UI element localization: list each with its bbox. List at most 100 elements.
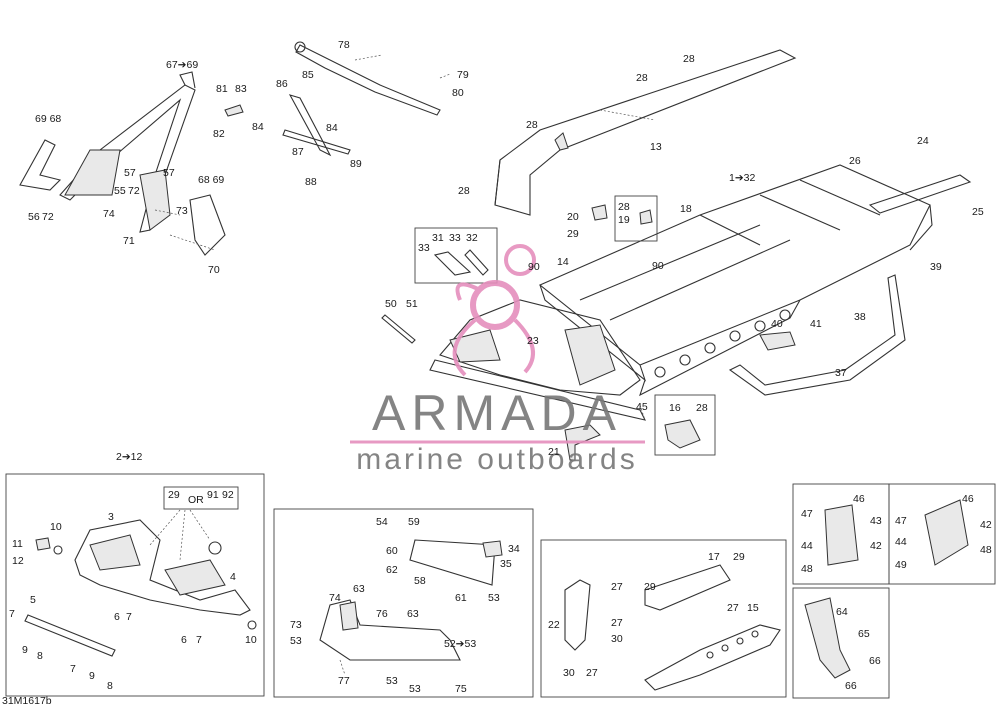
callout-label: 9 <box>89 670 95 682</box>
callout-label: 92 <box>222 489 234 501</box>
callout-label: 54 <box>376 516 388 528</box>
callout-label: 53 <box>290 635 302 647</box>
callout-label: 74 <box>329 592 341 604</box>
callout-label: 58 <box>414 575 426 587</box>
callout-label: 88 <box>305 176 317 188</box>
figure-code: 31M1617b <box>2 695 52 707</box>
callout-label: 27 <box>586 667 598 679</box>
callout-label: 69 68 <box>35 113 61 125</box>
callout-label: 61 <box>455 592 467 604</box>
callout-label: 71 <box>123 235 135 247</box>
callout-label: 28 <box>683 53 695 65</box>
callout-label: 65 <box>858 628 870 640</box>
callout-label: 60 <box>386 545 398 557</box>
bracket-detail-box <box>414 227 498 284</box>
callout-label: 62 <box>386 564 398 576</box>
callout-label: 18 <box>680 203 692 215</box>
callout-label: 10 <box>245 634 257 646</box>
main-chassis-frame <box>381 164 972 461</box>
callout-label: 32 <box>466 232 478 244</box>
callout-label: 46 <box>853 493 865 505</box>
callout-label: OR <box>188 494 204 506</box>
callout-label: 90 <box>652 260 664 272</box>
reinforcement-assembly <box>564 564 781 691</box>
callout-label: 77 <box>338 675 350 687</box>
callout-label: 57 <box>163 167 175 179</box>
callout-label: 42 <box>870 540 882 552</box>
callout-label: 28 <box>526 119 538 131</box>
steering-linkage-assembly <box>224 41 451 157</box>
callout-label: 39 <box>930 261 942 273</box>
callout-label: 59 <box>408 516 420 528</box>
watermark-octopus-logo <box>452 244 536 377</box>
callout-label: 48 <box>801 563 813 575</box>
callout-label: 40 <box>771 318 783 330</box>
callout-label: 44 <box>801 540 813 552</box>
front-frame-assembly <box>24 486 257 657</box>
callout-label: 47 <box>801 508 813 520</box>
callout-label: 28 <box>458 185 470 197</box>
callout-label: 29 <box>168 489 180 501</box>
part-labels: 67➔69 69 68 57 55 72 57 56 72 74 73 71 6… <box>2 39 992 707</box>
callout-label: 84 <box>326 122 338 134</box>
callout-label: 7 <box>70 663 76 675</box>
callout-label: 16 <box>669 402 681 414</box>
watermark-tagline: marine outboards <box>356 443 637 476</box>
callout-label: 33 <box>449 232 461 244</box>
callout-label: 73 <box>290 619 302 631</box>
callout-label: 28 <box>618 201 630 213</box>
callout-label: 8 <box>107 680 113 692</box>
callout-label: 73 <box>176 205 188 217</box>
callout-label: 47 <box>895 515 907 527</box>
callout-label: 51 <box>406 298 418 310</box>
callout-label: 84 <box>252 121 264 133</box>
callout-label: 72 <box>42 211 54 223</box>
callout-label: 25 <box>972 206 984 218</box>
callout-label: 81 <box>216 83 228 95</box>
callout-label: 27 <box>727 602 739 614</box>
watermark: ARMADA marine outboards <box>350 244 645 476</box>
callout-label: 30 <box>611 633 623 645</box>
callout-label: 7 <box>126 611 132 623</box>
callout-label: 83 <box>235 83 247 95</box>
callout-label: 6 <box>114 611 120 623</box>
callout-label: 12 <box>12 555 24 567</box>
callout-label: 55 <box>114 185 126 197</box>
watermark-brand: ARMADA <box>372 385 622 441</box>
callout-label: 1➔32 <box>729 172 755 184</box>
detail-box-16-28 <box>654 394 716 456</box>
callout-label: 6 <box>181 634 187 646</box>
callout-label: 31 <box>432 232 444 244</box>
callout-label: 2➔12 <box>116 451 142 463</box>
callout-label: 66 <box>869 655 881 667</box>
callout-label: 87 <box>292 146 304 158</box>
callout-label: 14 <box>557 256 569 268</box>
callout-label: 85 <box>302 69 314 81</box>
callout-label: 26 <box>849 155 861 167</box>
callout-label: 72 <box>128 185 140 197</box>
callout-label: 41 <box>810 318 822 330</box>
callout-label: 21 <box>548 446 560 458</box>
option-box-29-91-92 <box>163 486 239 510</box>
callout-label: 13 <box>650 141 662 153</box>
callout-label: 27 <box>611 617 623 629</box>
callout-label: 30 <box>563 667 575 679</box>
callout-label: 70 <box>208 264 220 276</box>
callout-label: 76 <box>376 608 388 620</box>
detail-box-19-28 <box>614 195 658 242</box>
callout-label: 19 <box>618 214 630 226</box>
callout-label: 49 <box>895 559 907 571</box>
callout-label: 48 <box>980 544 992 556</box>
callout-label: 23 <box>527 335 539 347</box>
callout-label: 38 <box>854 311 866 323</box>
callout-label: 34 <box>508 543 520 555</box>
box-reinforcements <box>540 539 787 698</box>
box-front-frame <box>5 473 265 697</box>
callout-label: 89 <box>350 158 362 170</box>
callout-label: 15 <box>747 602 759 614</box>
callout-label: 80 <box>452 87 464 99</box>
callout-label: 27 <box>611 581 623 593</box>
callout-label: 17 <box>708 551 720 563</box>
callout-label: 53 <box>488 592 500 604</box>
callout-label: 33 <box>418 242 430 254</box>
